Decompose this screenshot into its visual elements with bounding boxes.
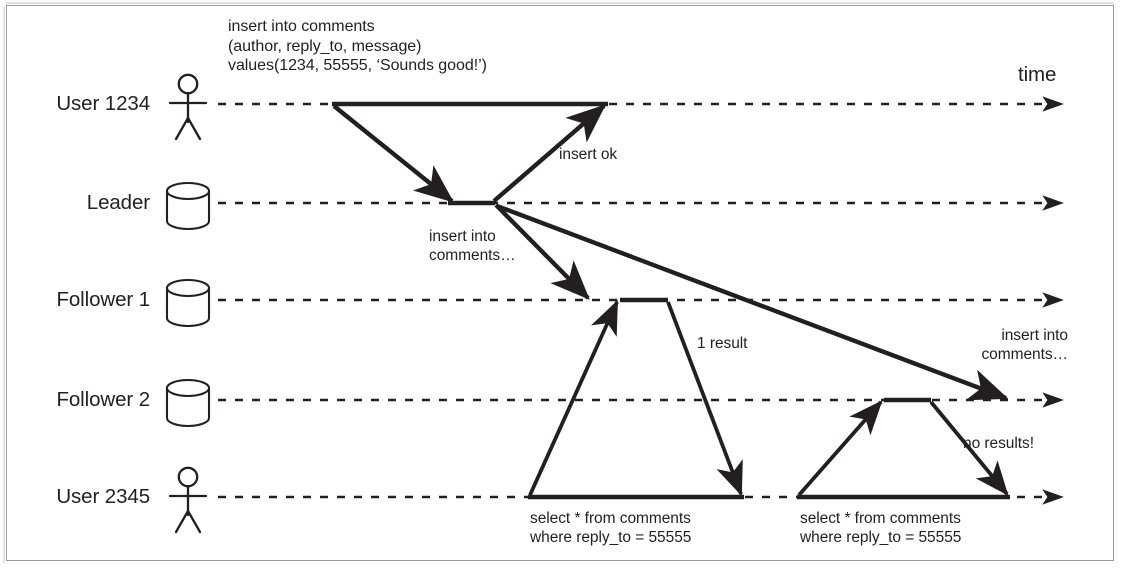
- database-cylinder-icon-leader: [165, 181, 211, 231]
- message-arrow-one-result: [666, 301, 743, 497]
- annotation-select-query-1-line-1: select * from comments: [530, 510, 691, 527]
- participant-label-follower1: Follower 1: [56, 288, 150, 311]
- message-arrow-select-query-2: [797, 400, 883, 497]
- annotation-select-query-2-line-2: where reply_to = 55555: [800, 528, 962, 546]
- annotation-select-query-1-line-2: where reply_to = 55555: [530, 528, 692, 546]
- annotation-insert-statement: insert into comments (author, reply_to, m…: [228, 17, 487, 76]
- actor-stick-figure-icon-user1234: [168, 73, 208, 141]
- message-arrow-select-query-1: [528, 299, 619, 496]
- annotation-one-result: 1 result: [697, 335, 748, 352]
- frame-shadow-left: [2, 7, 5, 563]
- annotation-insert-statement-line-3: values(1234, 55555, ‘Sounds good!’): [228, 57, 487, 75]
- annotation-replicate-follower2-line-1: insert into: [1001, 327, 1068, 344]
- annotation-insert-statement-line-2: (author, reply_to, message): [228, 37, 422, 55]
- message-arrow-replicate-follower2: [496, 203, 1009, 401]
- participant-label-user1234: User 1234: [56, 92, 150, 115]
- message-arrow-replicate-follower1: [494, 203, 590, 300]
- message-arrow-insert-into-comments: [332, 104, 455, 203]
- annotation-no-results: no results!: [963, 435, 1034, 452]
- annotation-replicate-follower1-line-1: insert into: [429, 228, 496, 245]
- frame-shadow-top: [6, 1, 1114, 4]
- annotation-replicate-follower1-line-2: comments…: [429, 246, 516, 264]
- database-cylinder-icon-follower1: [165, 278, 211, 328]
- participant-label-follower2: Follower 2: [56, 388, 150, 411]
- annotation-replicate-follower2-line-2: comments…: [981, 345, 1068, 363]
- message-arrow-insert-ok: [492, 104, 606, 203]
- time-axis-label: time: [1018, 63, 1057, 86]
- actor-stick-figure-icon-user2345: [168, 466, 208, 534]
- participant-label-user2345: User 2345: [56, 485, 150, 508]
- annotation-insert-statement-line-1: insert into comments: [228, 18, 375, 35]
- message-arrow-no-results: [929, 400, 1009, 496]
- database-cylinder-icon-follower2: [165, 378, 211, 428]
- annotation-select-query-2-line-1: select * from comments: [800, 510, 961, 527]
- annotation-insert-ok: insert ok: [559, 146, 618, 163]
- participant-label-leader: Leader: [86, 191, 150, 214]
